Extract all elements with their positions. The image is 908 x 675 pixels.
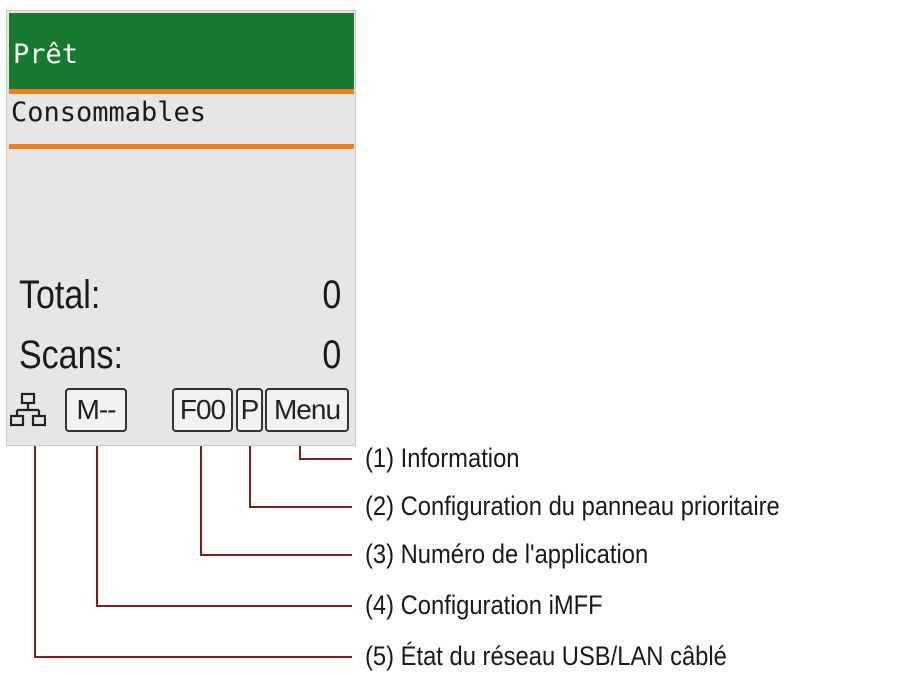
callout-imff: (4) Configuration iMFF	[365, 590, 603, 620]
callout-priority-panel: (2) Configuration du panneau prioritaire	[365, 491, 780, 521]
leader-line-1	[299, 446, 352, 460]
leader-line-4	[96, 446, 352, 607]
status-bar: Prêt	[9, 13, 354, 90]
scans-label: Scans:	[19, 333, 123, 377]
menu-separator	[9, 144, 354, 149]
total-value: 0	[322, 273, 341, 317]
leader-line-5	[34, 446, 352, 658]
leader-line-3	[200, 446, 352, 556]
lcd-screen: Prêt Consommables Total: 0 Scans: 0 M-- …	[6, 10, 356, 446]
callout-network-status: (5) État du réseau USB/LAN câblé	[365, 641, 727, 671]
total-label: Total:	[19, 273, 101, 317]
callout-app-number: (3) Numéro de l'application	[365, 539, 649, 569]
priority-panel-indicator: P	[236, 388, 263, 432]
menu-button[interactable]: Menu	[265, 388, 349, 432]
menu-item-consommables[interactable]: Consommables	[11, 97, 207, 128]
callout-information: (1) Information	[365, 443, 520, 473]
app-number-indicator: F00	[172, 388, 233, 432]
leader-line-2	[249, 446, 352, 508]
status-separator	[9, 89, 354, 94]
imff-config-indicator: M--	[65, 388, 127, 432]
scans-value: 0	[322, 333, 341, 377]
network-icon	[9, 392, 47, 430]
status-text: Prêt	[13, 39, 79, 70]
